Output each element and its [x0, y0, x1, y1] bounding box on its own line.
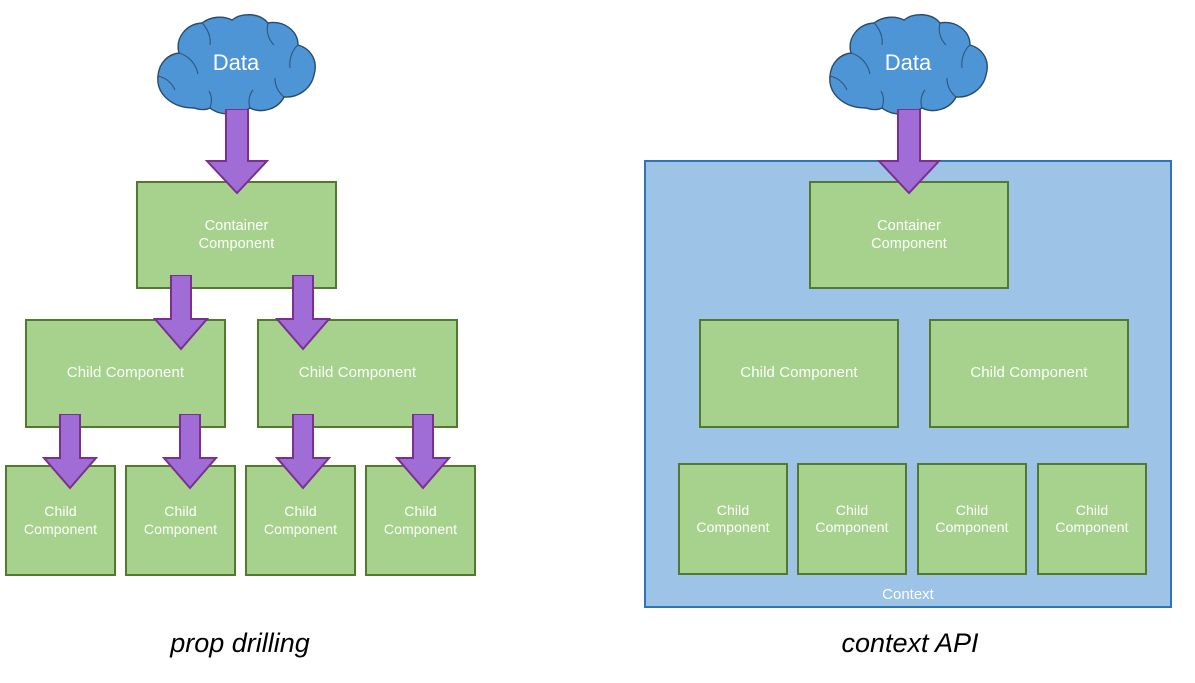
child-component-label: Child Component: [263, 503, 338, 537]
arrow-container-to-child-1: [153, 275, 209, 351]
child-component-label: Child Component: [23, 503, 98, 537]
child-component-label: Child Component: [143, 503, 218, 537]
child-component-left-mid-2: Child Component: [257, 319, 458, 428]
data-cloud-left: Data: [150, 12, 322, 124]
child-component-label: Child Component: [696, 501, 770, 536]
arrow-container-to-child-2: [275, 275, 331, 351]
arrow-child-1-to-grandchild-1: [42, 414, 98, 490]
child-component-right-bottom-2: Child Component: [797, 463, 907, 575]
container-component-label: Container Component: [871, 217, 947, 252]
child-component-label: Child Component: [383, 503, 458, 537]
caption-prop-drilling: prop drilling: [170, 628, 310, 658]
child-component-right-bottom-1: Child Component: [678, 463, 788, 575]
arrow-cloud-to-container-left: [204, 109, 270, 195]
arrow-child-1-to-grandchild-2: [162, 414, 218, 490]
child-component-label: Child Component: [740, 364, 858, 382]
child-component-label: Child Component: [298, 364, 417, 382]
child-component-label: Child Component: [66, 364, 185, 382]
child-component-right-mid-1: Child Component: [699, 319, 899, 428]
arrow-child-2-to-grandchild-4: [395, 414, 451, 490]
context-label: Context: [882, 586, 934, 603]
child-component-label: Child Component: [815, 501, 889, 536]
child-component-right-mid-2: Child Component: [929, 319, 1129, 428]
child-component-label: Child Component: [935, 501, 1009, 536]
child-component-label: Child Component: [1055, 501, 1129, 536]
child-component-label: Child Component: [970, 364, 1088, 382]
child-component-right-bottom-4: Child Component: [1037, 463, 1147, 575]
child-component-left-bottom-1: Child Component: [5, 465, 116, 576]
child-component-right-bottom-3: Child Component: [917, 463, 1027, 575]
data-cloud-right: Data: [822, 12, 994, 124]
arrow-cloud-to-container-right: [876, 109, 942, 195]
caption-context-api: context API: [841, 628, 979, 658]
container-component-left: Container Component: [136, 181, 337, 289]
container-component-right: Container Component: [809, 181, 1009, 289]
container-component-label: Container Component: [198, 217, 275, 252]
arrow-child-2-to-grandchild-3: [275, 414, 331, 490]
child-component-left-mid-1: Child Component: [25, 319, 226, 428]
